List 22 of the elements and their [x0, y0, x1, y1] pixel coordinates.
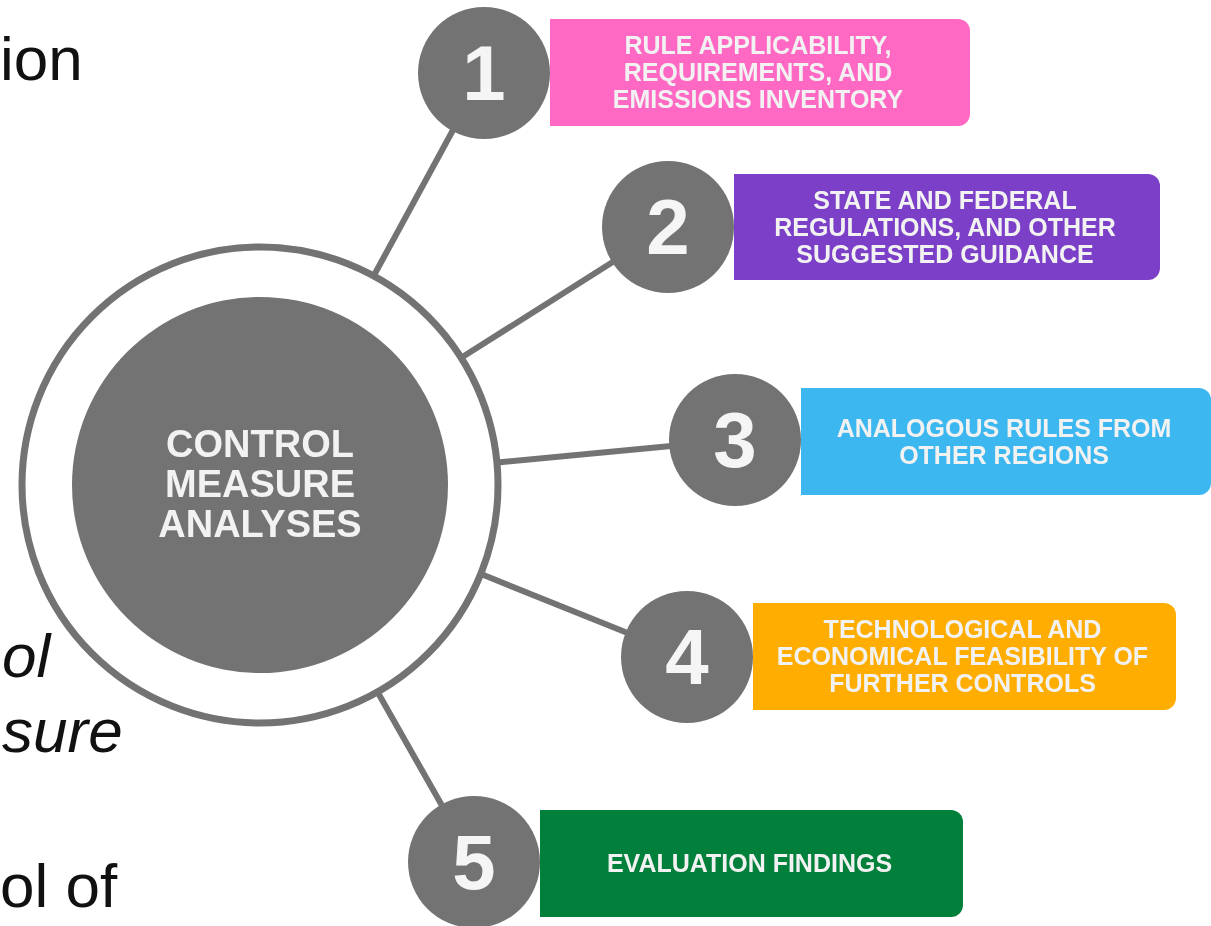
text-fragment: ol of [0, 855, 118, 917]
step-banner [753, 603, 1176, 710]
text-fragment: ion [0, 28, 83, 90]
step-number: 1 [462, 30, 506, 116]
step-number: 4 [665, 614, 709, 700]
step-number: 5 [452, 819, 496, 905]
text-fragment: ol [2, 625, 51, 687]
step-text: ANALOGOUS RULES FROM OTHER REGIONS [835, 414, 1173, 469]
step-text: EVALUATION FINDINGS [605, 850, 894, 877]
step-banner [540, 810, 963, 917]
step-text: STATE AND FEDERAL REGULATIONS, AND OTHER SUGGESTED GUIDANCE [773, 186, 1117, 268]
step-text: TECHNOLOGICAL AND ECONOMICAL FEASIBILITY OF FURTHER CONTROLS [775, 616, 1150, 697]
text-fragment: sure [2, 700, 123, 762]
step-banner [734, 174, 1160, 280]
step-banner [550, 19, 970, 126]
connector-line [460, 258, 616, 360]
hub-title: CONTROL MEASURE ANALYSES [157, 425, 363, 545]
step-number: 3 [713, 397, 757, 483]
step-banner [801, 388, 1211, 495]
step-text: RULE APPLICABILITY, REQUIREMENTS, AND EMISSIONS INVENTORY [611, 32, 905, 113]
step-number: 2 [646, 184, 690, 270]
connector-line [375, 691, 445, 808]
